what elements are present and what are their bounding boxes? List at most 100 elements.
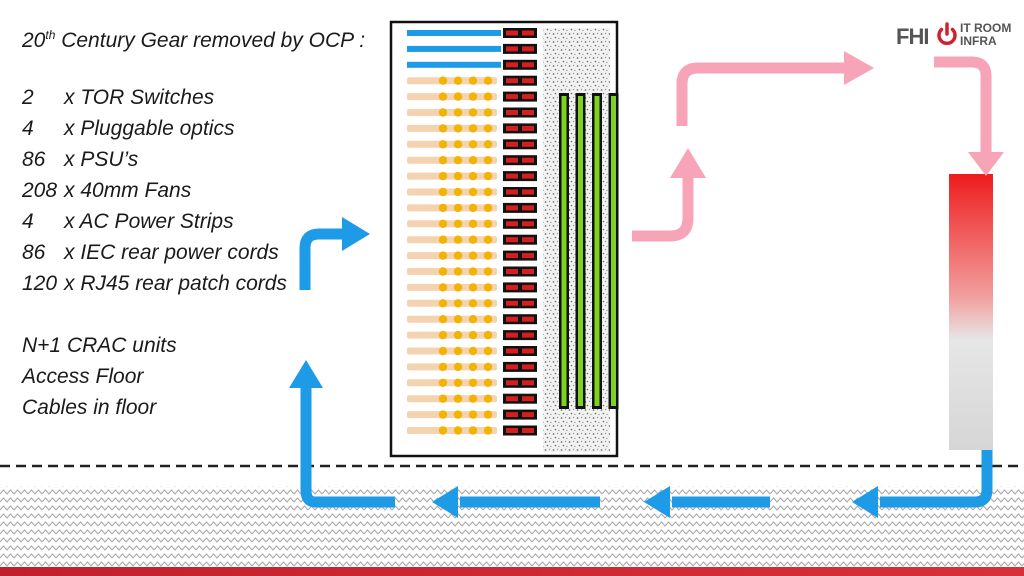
fan-dot: [483, 156, 493, 165]
fan-dot: [468, 299, 478, 308]
fan-dot: [468, 235, 478, 244]
hot-air-arrowhead-up-1: [670, 148, 706, 178]
server-chassis: [407, 156, 497, 164]
fan-dot: [453, 315, 463, 324]
psu-led: [522, 284, 534, 290]
psu-led: [522, 237, 534, 243]
server-chassis: [407, 252, 497, 260]
fan-dot: [468, 76, 478, 85]
psu-slot: [503, 346, 537, 356]
server-chassis: [407, 427, 497, 434]
fan-dot: [453, 299, 463, 308]
fan-dot: [453, 362, 463, 372]
psu-led: [522, 300, 534, 306]
fan-dot: [483, 108, 493, 117]
server-chassis: [407, 124, 497, 132]
server-chassis: [407, 299, 497, 307]
psu-slot: [503, 409, 537, 420]
fan-dot: [438, 267, 448, 276]
server-chassis: [407, 347, 497, 355]
fan-dot: [483, 140, 493, 149]
fan-dot: [438, 346, 448, 356]
fan-dot: [453, 410, 463, 419]
fan-dot: [468, 346, 478, 356]
fan-dot: [468, 187, 478, 197]
power-strip-led: [594, 96, 600, 406]
fan-dot: [483, 76, 493, 85]
facility-item: Cables in floor: [22, 396, 157, 419]
psu-slot: [503, 43, 537, 54]
fan-dot: [483, 346, 493, 356]
fan-dot: [453, 140, 463, 149]
rack-rows: [407, 28, 537, 436]
fan-dot: [453, 124, 463, 133]
cold-air-flow: [289, 217, 993, 518]
psu-led: [506, 380, 518, 386]
psu-led: [522, 46, 534, 52]
fan-dot: [438, 330, 448, 340]
fan-dot: [468, 203, 478, 213]
server-chassis: [407, 172, 497, 180]
psu-led: [522, 412, 534, 418]
logo-line2: INFRA: [960, 34, 997, 48]
server-chassis: [407, 363, 497, 371]
fan-dot: [453, 378, 463, 387]
psu-slot: [503, 250, 537, 261]
fan-dot: [438, 203, 448, 213]
fan-dot: [483, 299, 493, 308]
power-icon: [937, 22, 957, 45]
psu-led: [506, 46, 518, 52]
psu-slot: [503, 155, 537, 166]
psu-led: [506, 300, 518, 306]
psu-slot: [503, 314, 537, 325]
fan-dot: [468, 378, 478, 387]
psu-led: [522, 380, 534, 386]
fan-dot: [483, 426, 493, 435]
server-chassis: [407, 140, 497, 148]
fan-dot: [453, 156, 463, 165]
fan-dot: [468, 283, 478, 292]
fan-dot: [438, 124, 448, 133]
fan-dot: [468, 251, 478, 260]
psu-slot: [503, 123, 537, 134]
psu-slot: [503, 266, 537, 277]
hot-air-arrowhead-right: [844, 51, 874, 85]
psu-led: [506, 253, 518, 259]
psu-slot: [503, 361, 537, 372]
cold-air-arrowhead-rack: [342, 217, 370, 251]
fan-dot: [483, 235, 493, 244]
psu-led: [522, 62, 534, 68]
fan-dot: [468, 315, 478, 324]
server-chassis: [407, 93, 497, 101]
psu-slot: [503, 425, 537, 436]
psu-slot: [503, 282, 537, 293]
psu-led: [522, 78, 534, 84]
psu-slot: [503, 202, 537, 213]
fan-dot: [438, 76, 448, 85]
psu-led: [506, 125, 518, 131]
fan-dot: [453, 187, 463, 197]
psu-led: [522, 253, 534, 259]
fan-dot: [438, 187, 448, 197]
psu-slot: [503, 393, 537, 404]
fan-dot: [453, 92, 463, 101]
psu-led: [522, 141, 534, 147]
fan-dot: [453, 426, 463, 435]
psu-led: [522, 157, 534, 163]
tor-switch: [407, 61, 501, 68]
server-chassis: [407, 395, 497, 403]
psu-led: [506, 30, 518, 36]
fan-dot: [438, 362, 448, 372]
psu-led: [522, 30, 534, 36]
cold-air-arrowhead-2: [644, 486, 670, 518]
power-strip-led: [561, 96, 567, 406]
fan-dot: [453, 108, 463, 117]
fan-dot: [483, 171, 493, 181]
cold-air-arrowhead-3: [432, 486, 458, 518]
server-chassis: [407, 283, 497, 291]
psu-led: [522, 428, 534, 433]
fan-dot: [438, 140, 448, 149]
psu-slot: [503, 330, 537, 341]
psu-slot: [503, 75, 537, 86]
